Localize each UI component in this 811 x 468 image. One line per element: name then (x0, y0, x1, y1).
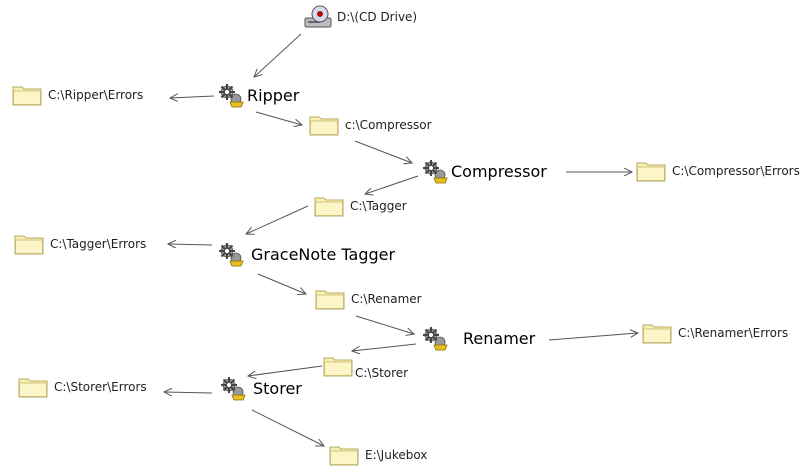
folder-icon (309, 116, 339, 136)
edge-renamer-to-storer_folder (548, 333, 638, 341)
gears-icon (221, 377, 246, 401)
node-label: Ripper (247, 85, 300, 105)
folder-icon (636, 162, 666, 182)
edge-cd_drive-to-ripper (254, 33, 302, 77)
node-storer-folder[interactable]: C:\Storer (323, 352, 408, 380)
folder-icon (329, 446, 359, 466)
node-label: E:\Jukebox (365, 448, 428, 462)
node-label: D:\(CD Drive) (337, 10, 418, 24)
cd-drive-icon (304, 5, 332, 28)
edge-compressor-to-compressor_errors (365, 175, 419, 194)
node-compressor-folder[interactable]: c:\Compressor (309, 114, 432, 136)
node-renamer[interactable]: Renamer (421, 325, 535, 351)
node-label: C:\Renamer\Errors (678, 326, 789, 340)
node-label: GraceNote Tagger (251, 244, 396, 264)
node-gracenote-tagger[interactable]: GraceNote Tagger (217, 241, 395, 267)
node-ripper[interactable]: Ripper (217, 82, 299, 108)
gears-icon (219, 243, 244, 267)
folder-icon (642, 324, 672, 344)
edge-gracenote_tagger-to-renamer_folder (257, 273, 306, 294)
folder-icon (12, 86, 42, 106)
node-label: C:\Compressor\Errors (672, 164, 800, 178)
node-label: c:\Compressor (345, 118, 432, 132)
folder-icon (314, 197, 344, 217)
node-label: C:\Ripper\Errors (48, 88, 144, 102)
gears-icon (219, 84, 244, 108)
edge-ripper-to-compressor_folder (255, 111, 302, 125)
node-compressor[interactable]: Compressor (421, 158, 547, 184)
node-label: Compressor (451, 161, 547, 181)
node-label: C:\Tagger (350, 199, 407, 213)
edge-ripper-to-ripper_errors (170, 96, 215, 98)
edge-compressor_folder-to-compressor (354, 140, 412, 163)
folder-icon (18, 378, 48, 398)
folder-icon (14, 235, 44, 255)
folder-icon (323, 357, 353, 377)
node-renamer-errors[interactable]: C:\Renamer\Errors (642, 322, 788, 344)
gears-icon (423, 327, 448, 351)
edge-gracenote_tagger-to-tagger_errors (168, 244, 213, 245)
node-label: C:\Storer (355, 366, 409, 380)
edge-tagger_folder-to-gracenote_tagger (246, 205, 309, 234)
node-compressor-errors[interactable]: C:\Compressor\Errors (636, 160, 800, 182)
edge-renamer-to-renamer_errors (352, 343, 417, 351)
node-label: Renamer (463, 328, 536, 348)
node-cd-drive[interactable]: D:\(CD Drive) (303, 4, 417, 30)
node-ripper-errors[interactable]: C:\Ripper\Errors (12, 84, 143, 106)
node-storer[interactable]: Storer (219, 375, 302, 401)
node-tagger-errors[interactable]: C:\Tagger\Errors (14, 233, 146, 255)
node-renamer-folder[interactable]: C:\Renamer (315, 288, 422, 310)
node-label: Storer (253, 378, 302, 398)
edge-storer-to-jukebox (251, 409, 324, 446)
folder-icon (315, 290, 345, 310)
node-storer-errors[interactable]: C:\Storer\Errors (18, 376, 147, 398)
node-tagger-folder[interactable]: C:\Tagger (314, 195, 407, 217)
node-label: C:\Tagger\Errors (50, 237, 147, 251)
node-label: C:\Renamer (351, 292, 422, 306)
edge-storer-to-storer_errors (164, 392, 213, 393)
node-label: C:\Storer\Errors (54, 380, 147, 394)
edge-renamer_folder-to-renamer (355, 315, 414, 334)
gears-icon (423, 160, 448, 184)
node-jukebox[interactable]: E:\Jukebox (329, 444, 427, 466)
edge-storer_folder-to-storer (248, 365, 323, 376)
